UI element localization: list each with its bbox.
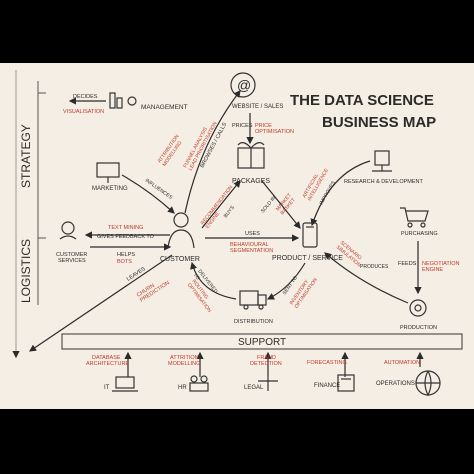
buys-label: BUYS	[223, 204, 237, 219]
sold-in-arrow	[261, 180, 301, 229]
production-label: PRODUCTION	[400, 325, 437, 331]
market-basket-label: MARKETBASKET	[275, 192, 298, 216]
dept-operations: AUTOMATION OPERATIONS	[376, 351, 441, 397]
map-title-line2: BUSINESS MAP	[322, 114, 436, 131]
hr-label: HR	[178, 385, 187, 391]
produces-arrow	[324, 252, 409, 304]
sold-in-label: SOLD IN	[260, 195, 278, 214]
headset-icon	[59, 221, 77, 240]
logistics-label: LOGISTICS	[19, 239, 33, 303]
truck-icon	[239, 290, 267, 310]
product-node: PRODUCT / SERVICE	[272, 222, 343, 262]
legal-label: LEGAL	[244, 385, 264, 391]
rnd-label: RESEARCH & DEVELOPMENT	[344, 179, 423, 185]
gears-icon	[409, 299, 427, 317]
map-canvas: STRATEGY LOGISTICS THE DATA SCIENCE BUSI…	[12, 70, 463, 397]
calculator-icon	[337, 374, 355, 392]
cart-icon	[400, 207, 429, 228]
support-bar: SUPPORT	[61, 333, 463, 350]
people-icon	[189, 375, 209, 392]
rnd-node: RESEARCH & DEVELOPMENT	[344, 150, 423, 185]
scales-icon	[258, 377, 278, 391]
svg-text:@: @	[237, 77, 251, 93]
distribution-label: DISTRIBUTION	[234, 319, 273, 325]
prices-label: PRICES	[232, 123, 253, 129]
management-node: MANAGEMENT	[109, 92, 188, 111]
finance-label: FINANCE	[314, 383, 340, 389]
customer-node: CUSTOMER	[160, 212, 200, 263]
influences-arrow	[121, 174, 175, 214]
strategy-label: STRATEGY	[19, 124, 33, 188]
feeds-label: FEEDS	[398, 261, 417, 267]
customer-label: CUSTOMER	[160, 256, 200, 263]
person-icon	[167, 212, 195, 249]
gift-box-icon	[237, 142, 265, 169]
operations-label: OPERATIONS	[376, 381, 415, 387]
dept-finance: FORECASTING FINANCE	[307, 351, 355, 392]
purchasing-node: PURCHASING	[400, 207, 438, 237]
sent-to-arrow	[266, 262, 306, 300]
marketing-label: MARKETING	[92, 186, 128, 192]
chess-pieces-icon	[109, 92, 137, 109]
buys-arrow	[201, 180, 241, 229]
helps-label: HELPS	[117, 252, 135, 258]
packages-node: PACKAGES	[232, 142, 270, 185]
marketing-node: MARKETING	[92, 162, 128, 192]
website-node: WEBSITE / SALES	[232, 104, 283, 110]
churn-label: CHURNPREDICTION	[136, 275, 171, 304]
attribution-label: ATTRIBUTIONMODELLING	[157, 133, 186, 167]
management-label: MANAGEMENT	[141, 104, 188, 111]
visualisation-label: VISUALISATION	[63, 109, 104, 115]
decides-label: DECIDES	[73, 94, 98, 100]
packages-label: PACKAGES	[232, 178, 270, 185]
bots-label: BOTS	[117, 259, 132, 265]
microscope-icon	[372, 150, 392, 172]
distribution-node: DISTRIBUTION	[234, 290, 273, 325]
leaves-arrow	[29, 254, 173, 352]
automation-label: AUTOMATION	[384, 360, 420, 366]
gives-feedback-label: GIVES FEEDBACK TO	[97, 234, 155, 240]
sidebar: STRATEGY LOGISTICS	[12, 70, 46, 359]
browses-arrow	[184, 90, 241, 214]
uses-label: USES	[245, 231, 260, 237]
product-label: PRODUCT / SERVICE	[272, 255, 343, 262]
improves-arrow	[310, 160, 371, 227]
laptop-icon	[112, 376, 138, 392]
support-circle-icon: @	[230, 72, 256, 98]
forecasting-label: FORECASTING	[307, 360, 347, 366]
website-label: WEBSITE / SALES	[232, 104, 283, 110]
globe-icon	[415, 370, 441, 397]
support-label: SUPPORT	[238, 337, 286, 348]
text-mining-label: TEXT MINING	[108, 225, 143, 231]
billboard-icon	[96, 162, 120, 183]
production-node: PRODUCTION	[400, 299, 437, 331]
produces-label: PRODUCES	[360, 264, 389, 270]
delivered-arrow	[190, 261, 237, 300]
purchasing-label: PURCHASING	[401, 231, 438, 237]
phone-icon	[302, 222, 318, 248]
business-map-board: STRATEGY LOGISTICS THE DATA SCIENCE BUSI…	[0, 63, 474, 409]
map-title-line1: THE DATA SCIENCE	[290, 92, 434, 109]
it-label: IT	[104, 385, 110, 391]
influences-label: INFLUENCES	[144, 178, 174, 201]
